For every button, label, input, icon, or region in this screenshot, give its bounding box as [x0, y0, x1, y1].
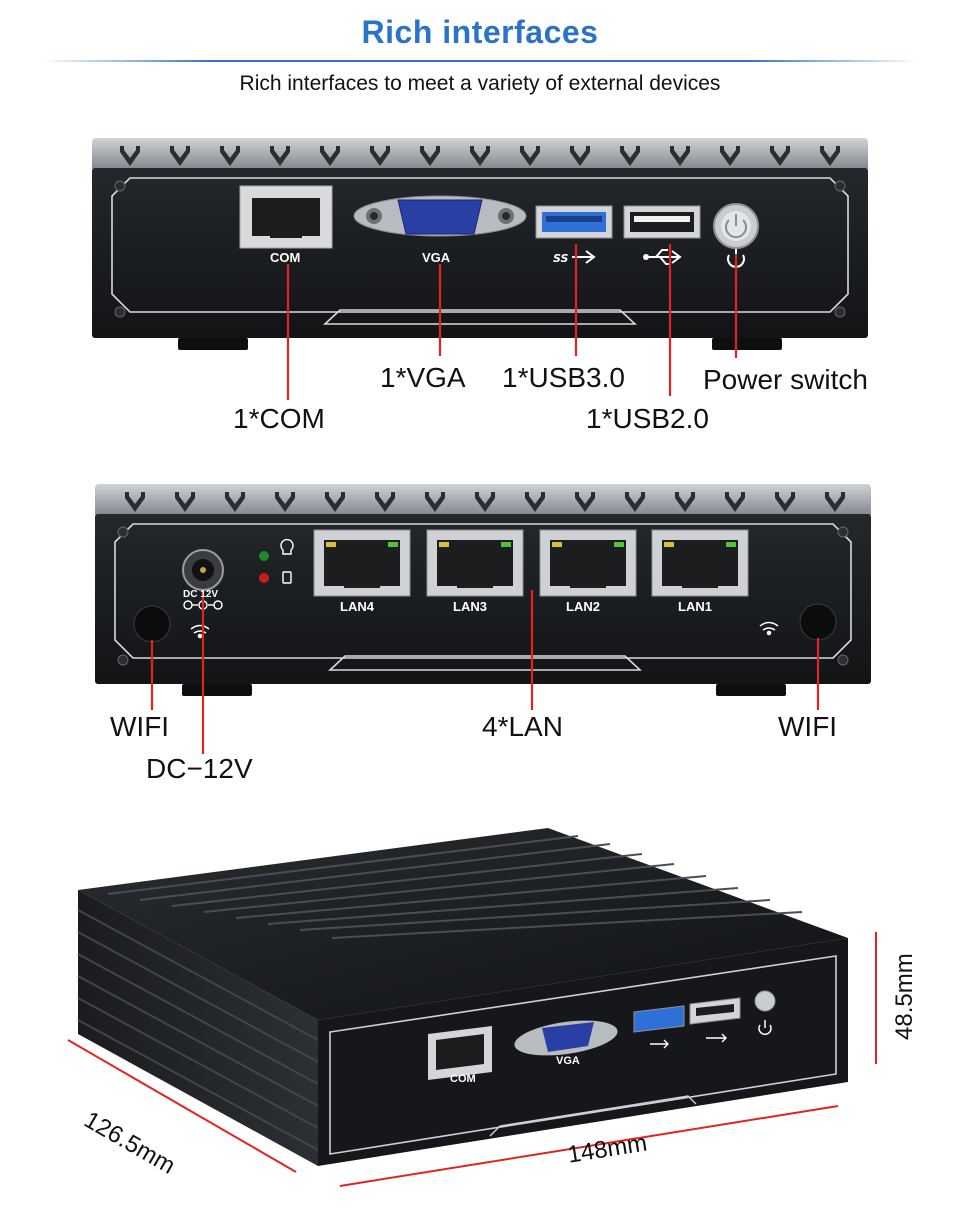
- vga-port-label: VGA: [422, 250, 451, 265]
- dc-port-label: DC 12V: [183, 589, 219, 600]
- height-dimension: 48.5mm: [891, 953, 918, 1040]
- usb-icon: [643, 249, 682, 265]
- usb3-callout: 1*USB3.0: [502, 362, 625, 393]
- vga-port-3d: [514, 1020, 618, 1056]
- hdd-icon: [282, 571, 292, 584]
- rear-panel-image: [95, 484, 871, 754]
- lan2-label: LAN2: [566, 599, 600, 614]
- wifi-antenna-left: [133, 605, 171, 643]
- lan1-port: [651, 529, 749, 597]
- power-switch-callout: Power switch: [703, 364, 868, 395]
- led-icon: [259, 538, 294, 583]
- page-subtitle: Rich interfaces to meet a variety of ext…: [239, 72, 721, 95]
- dc-callout: DC−12V: [146, 753, 253, 784]
- usb3-port: [535, 205, 613, 239]
- lan4-port: [313, 529, 411, 597]
- lan-callout: 4*LAN: [482, 711, 563, 742]
- wifi-right-callout: WIFI: [778, 711, 838, 742]
- com-port: [239, 185, 333, 249]
- lan2-port: [539, 529, 637, 597]
- wifi-icon: [190, 624, 210, 639]
- dimension-lines: [67, 932, 877, 1187]
- front-callout-lines: [286, 244, 738, 400]
- com-port-label: COM: [270, 250, 301, 265]
- com-3d-label: COM: [450, 1073, 476, 1085]
- ss-usb-icon: SS: [553, 250, 596, 265]
- usb2-port: [623, 205, 701, 239]
- lan4-label: LAN4: [340, 599, 374, 614]
- lan3-label: LAN3: [453, 599, 487, 614]
- page-title: Rich interfaces: [361, 14, 599, 50]
- com-callout: 1*COM: [233, 403, 325, 434]
- usb2-port-3d: [689, 997, 741, 1025]
- vga-callout: 1*VGA: [380, 362, 466, 393]
- title-divider: [40, 60, 920, 62]
- wifi-icon: [759, 621, 779, 636]
- dc-jack: [182, 549, 224, 591]
- usb-icon: [650, 1033, 727, 1049]
- rear-callout-lines: [150, 590, 820, 754]
- front-panel-image: SS: [92, 138, 868, 400]
- power-button: [713, 203, 759, 249]
- product-3d-image: [67, 828, 877, 1187]
- com-port-3d: [428, 1026, 492, 1080]
- svg-text:SS: SS: [553, 252, 569, 265]
- lan1-label: LAN1: [678, 599, 712, 614]
- wifi-antenna-right: [799, 603, 837, 641]
- vga-3d-label: VGA: [556, 1055, 580, 1067]
- usb2-callout: 1*USB2.0: [586, 403, 709, 434]
- vga-port: [353, 195, 527, 237]
- wifi-left-callout: WIFI: [110, 711, 170, 742]
- lan3-port: [426, 529, 524, 597]
- usb3-port-3d: [633, 1005, 685, 1033]
- power-button-3d: [754, 990, 776, 1035]
